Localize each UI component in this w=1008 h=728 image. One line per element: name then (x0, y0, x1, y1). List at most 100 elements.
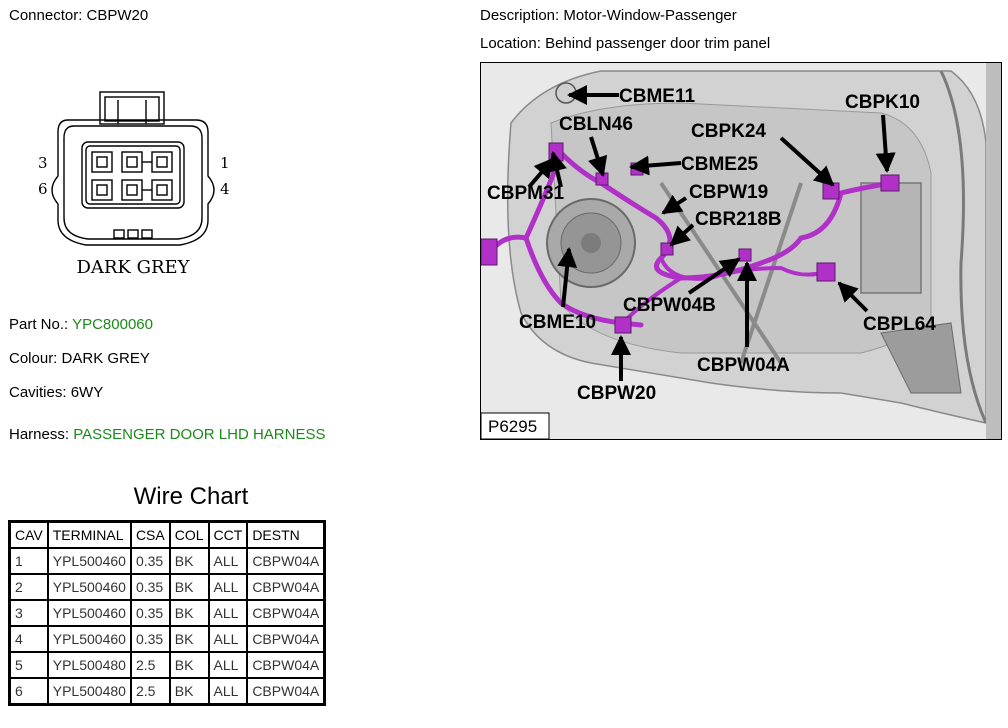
table-cell-destn: CBPW04A (246, 599, 326, 627)
callout-cbpw19: CBPW19 (689, 182, 768, 203)
table-cell-col: BK (168, 547, 210, 575)
cavities-value: 6WY (70, 384, 104, 401)
lock-module-shape (860, 182, 922, 294)
callout-cbpw04a: CBPW04A (697, 355, 790, 376)
harness-link[interactable]: PASSENGER DOOR LHD HARNESS (73, 426, 326, 443)
table-cell-cct: ALL (207, 547, 249, 575)
table-cell-terminal: YPL500460 (46, 599, 132, 627)
wire-chart-header-cav: CAV (8, 520, 49, 549)
table-cell-terminal: YPL500460 (46, 573, 132, 601)
table-cell-csa: 0.35 (129, 547, 171, 575)
figure-id-box (481, 412, 550, 439)
callout-cbme10: CBME10 (519, 312, 596, 333)
cavity-5 (121, 179, 143, 201)
colour-line: Colour: DARK GREY (9, 350, 150, 367)
description-value: Motor-Window-Passenger (563, 7, 737, 24)
cavity-2 (121, 151, 143, 173)
table-cell-cav: 2 (8, 573, 49, 601)
table-cell-csa: 0.35 (129, 625, 171, 653)
cavity-number-bottom-left: 6 (38, 180, 48, 198)
table-cell-destn: CBPW04A (246, 651, 326, 679)
table-cell-cav: 4 (8, 625, 49, 653)
callout-cbpk24: CBPK24 (691, 121, 766, 142)
description-line: Description: Motor-Window-Passenger (480, 7, 737, 24)
table-cell-csa: 0.35 (129, 573, 171, 601)
callout-cbme25: CBME25 (681, 154, 759, 175)
callout-cbpm31: CBPM31 (487, 183, 565, 204)
table-cell-terminal: YPL500460 (46, 625, 132, 653)
table-cell-destn: CBPW04A (246, 573, 326, 601)
cavity-3 (91, 151, 113, 173)
harness-label: Harness: (9, 426, 70, 443)
table-cell-csa: 2.5 (129, 677, 171, 706)
location-value: Behind passenger door trim panel (545, 35, 771, 52)
colour-label: Colour: (9, 350, 58, 367)
connector-colour-caption: DARK GREY (76, 257, 190, 278)
table-cell-cav: 6 (8, 677, 49, 706)
part-number-link[interactable]: YPC800060 (72, 316, 153, 333)
cavity-1 (151, 151, 173, 173)
connector-keys (113, 229, 153, 239)
part-number-line: Part No.: YPC800060 (9, 316, 153, 333)
table-cell-cct: ALL (207, 677, 249, 706)
wire-chart-header-col: COL (168, 520, 210, 549)
table-cell-destn: CBPW04A (246, 625, 326, 653)
door-location-diagram: CBME11 CBLN46 CBPK24 CBPK10 CBME25 CBPM3… (480, 62, 1002, 440)
wire-chart-header-csa: CSA (129, 520, 171, 549)
colour-value: DARK GREY (61, 350, 150, 367)
connector-body-outline (51, 119, 215, 246)
table-cell-col: BK (168, 573, 210, 601)
cavity-number-top-left: 3 (38, 154, 48, 172)
connector-id: CBPW20 (86, 7, 149, 24)
table-cell-cct: ALL (207, 625, 249, 653)
table-cell-csa: 0.35 (129, 599, 171, 627)
table-cell-cav: 5 (8, 651, 49, 679)
cavity-number-top-right: 1 (220, 154, 230, 172)
connector-heading: Connector: CBPW20 (9, 7, 148, 24)
callout-cbln46: CBLN46 (559, 114, 633, 135)
cavities-line: Cavities: 6WY (9, 384, 103, 401)
table-cell-cct: ALL (207, 599, 249, 627)
callout-cbpk10: CBPK10 (845, 92, 920, 113)
connector-latch (99, 91, 165, 125)
table-cell-csa: 2.5 (129, 651, 171, 679)
connector-face-drawing: 3 6 1 4 DARK GREY (38, 91, 230, 278)
table-cell-terminal: YPL500460 (46, 547, 132, 575)
table-cell-col: BK (168, 625, 210, 653)
callout-arrows (527, 85, 896, 381)
wire-chart-header-terminal: TERMINAL (46, 520, 132, 549)
connector-label: Connector: (9, 7, 83, 24)
table-cell-cct: ALL (207, 573, 249, 601)
table-cell-cav: 3 (8, 599, 49, 627)
callout-cbpl64: CBPL64 (863, 314, 936, 335)
table-cell-col: BK (168, 651, 210, 679)
table-cell-cav: 1 (8, 547, 49, 575)
cavities-label: Cavities: (9, 384, 67, 401)
cavity-number-bottom-right: 4 (220, 180, 230, 198)
cavity-4 (151, 179, 173, 201)
wire-chart-title: Wire Chart (133, 483, 249, 510)
callout-cbpw04b: CBPW04B (623, 295, 716, 316)
table-cell-destn: CBPW04A (246, 547, 326, 575)
callout-cbr218b: CBR218B (695, 209, 782, 230)
location-line: Location: Behind passenger door trim pan… (480, 35, 770, 52)
wire-chart-header-cct: CCT (207, 520, 249, 549)
location-label: Location: (480, 35, 541, 52)
part-number-label: Part No.: (9, 316, 69, 333)
description-label: Description: (480, 7, 560, 24)
table-cell-terminal: YPL500480 (46, 677, 132, 706)
callout-cbme11: CBME11 (619, 86, 695, 107)
table-cell-col: BK (168, 677, 210, 706)
table-cell-terminal: YPL500480 (46, 651, 132, 679)
harness-line: Harness: PASSENGER DOOR LHD HARNESS (9, 426, 325, 443)
table-cell-destn: CBPW04A (246, 677, 326, 706)
